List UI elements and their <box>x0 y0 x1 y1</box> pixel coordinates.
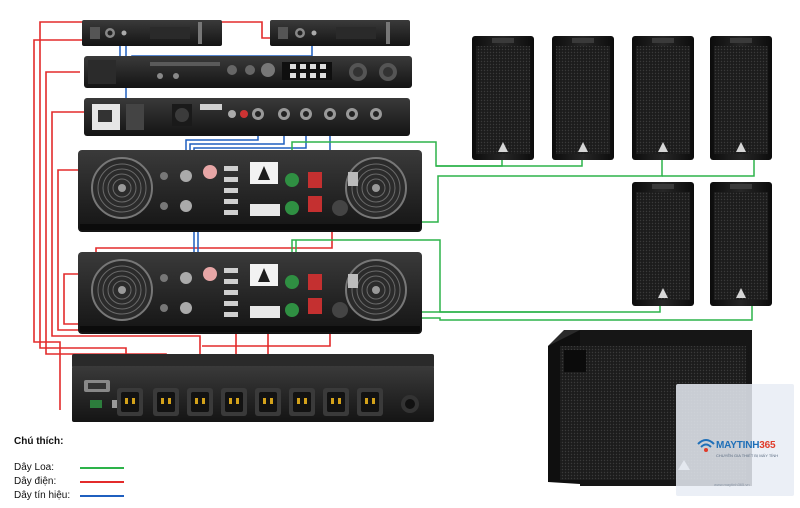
power-amplifier-2 <box>78 252 422 334</box>
speaker-wire <box>662 158 755 177</box>
power-outlet <box>117 388 143 416</box>
power-wire <box>57 169 237 398</box>
speaker-logo-icon <box>658 142 668 152</box>
speaker-logo-icon <box>578 142 588 152</box>
legend-title: Chú thích: <box>14 436 64 447</box>
power-outlet <box>187 388 213 416</box>
legend-label: Dây Loa: <box>14 462 55 473</box>
legend-item-signal-wire: Dây tín hiệu: <box>14 489 174 502</box>
power-wire <box>33 39 88 410</box>
legend-swatch <box>80 467 124 469</box>
speaker-wire <box>291 239 661 313</box>
wireless-receiver-2 <box>270 20 410 46</box>
digital-audio-processor <box>84 56 412 88</box>
speaker-logo-icon <box>736 142 746 152</box>
power-outlet <box>255 388 281 416</box>
column-speaker-2 <box>552 36 614 160</box>
speaker-wire <box>436 158 583 167</box>
legend-swatch <box>80 495 124 497</box>
legend-label: Dây tín hiệu: <box>14 490 71 501</box>
wireless-receiver-1 <box>82 20 222 46</box>
column-speaker-1 <box>472 36 534 160</box>
power-amplifier-1 <box>78 150 422 232</box>
legend: Chú thích: Dây Loa: Dây điện: Dây tín hi… <box>14 436 174 503</box>
watermark-site: www.maytinh365.vn <box>714 482 750 487</box>
power-outlet <box>357 388 383 416</box>
wifi-logo-icon <box>697 439 715 452</box>
legend-item-speaker-wire: Dây Loa: <box>14 461 174 474</box>
watermark-brand: MAYTINH365 <box>716 440 776 451</box>
legend-item-power-wire: Dây điện: <box>14 475 174 488</box>
column-speaker-5 <box>632 182 694 306</box>
power-outlet <box>289 388 315 416</box>
speaker-logo-icon <box>498 142 508 152</box>
power-wire <box>39 21 286 398</box>
power-outlet <box>153 388 179 416</box>
power-outlet <box>221 388 247 416</box>
column-speaker-3 <box>632 36 694 160</box>
watermark-slogan: CHUYÊN GIA THIẾT BỊ MÁY TÍNH <box>716 453 779 458</box>
speaker-logo-icon <box>736 288 746 298</box>
speaker-wire <box>291 141 503 180</box>
column-speaker-6 <box>710 182 772 306</box>
power-wire <box>63 273 269 398</box>
processor-rear-panel <box>84 98 410 136</box>
legend-label: Dây điện: <box>14 476 57 487</box>
legend-swatch <box>80 481 124 483</box>
watermark: MAYTINH365 CHUYÊN GIA THIẾT BỊ MÁY TÍNH … <box>676 384 794 496</box>
column-speaker-4 <box>710 36 772 160</box>
power-outlet <box>323 388 349 416</box>
speaker-logo-icon <box>658 288 668 298</box>
power-sequencer <box>72 354 434 422</box>
